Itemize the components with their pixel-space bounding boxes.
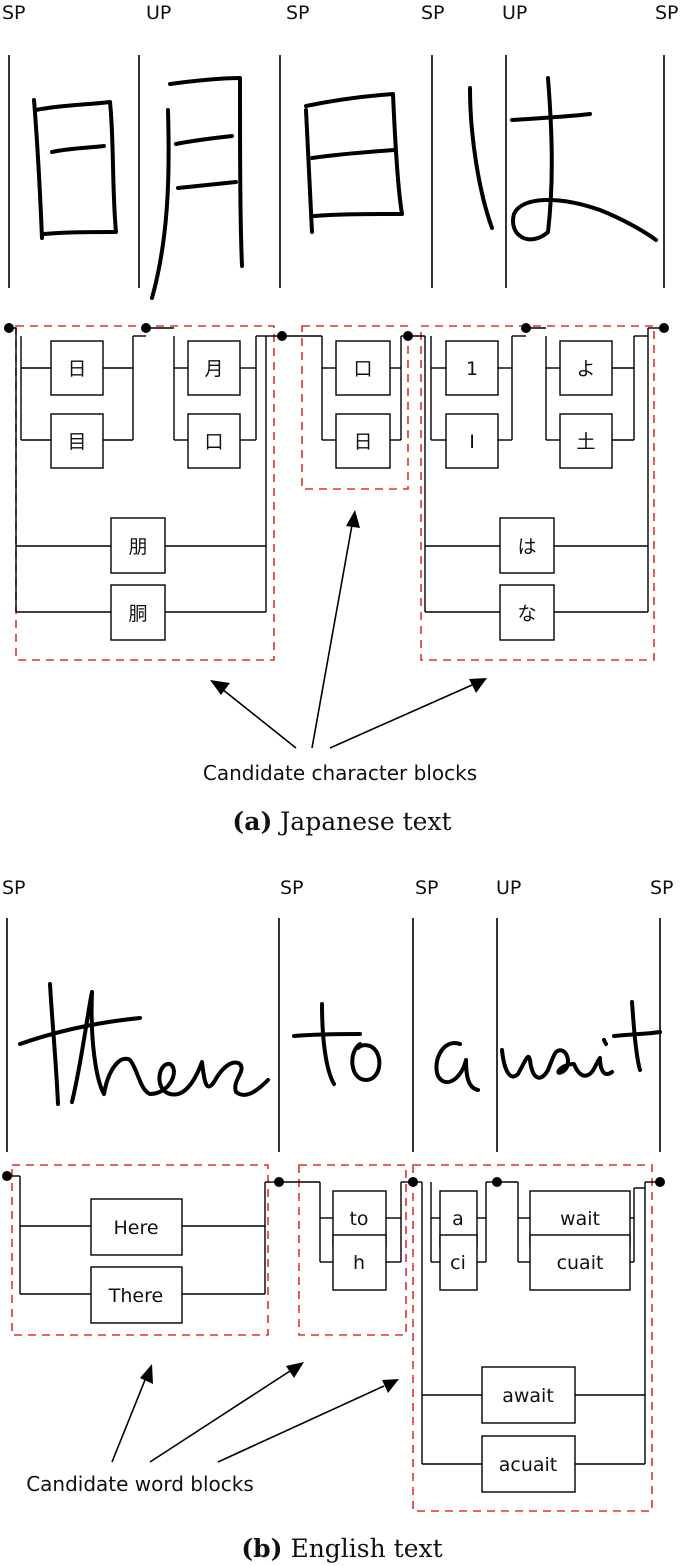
arrow-head <box>469 678 487 693</box>
arrow <box>217 1385 385 1463</box>
annotation-text: Candidate character blocks <box>203 761 477 785</box>
segment-label: SP <box>650 877 674 899</box>
caption: (a)Japanese text <box>232 807 451 836</box>
candidate-text: 口 <box>204 431 223 453</box>
segment-label: UP <box>496 877 521 899</box>
candidate-block-frame <box>11 1164 269 1336</box>
segment-label: SP <box>415 877 439 899</box>
candidate-text: wait <box>560 1208 600 1230</box>
lattice-node <box>403 331 413 341</box>
candidate-box: cuait <box>529 1234 631 1291</box>
arrow <box>111 1379 146 1463</box>
candidate-text: ci <box>450 1252 466 1274</box>
candidate-text: h <box>353 1252 365 1274</box>
lattice-node <box>2 1171 12 1181</box>
candidate-text: I <box>469 431 475 453</box>
candidate-box: Here <box>90 1198 183 1256</box>
candidate-text: 口 <box>353 358 372 380</box>
arrow-head <box>286 1362 304 1378</box>
lattice-wires <box>9 327 664 613</box>
arrow <box>329 684 473 749</box>
candidate-box: I <box>445 413 499 469</box>
candidate-text: な <box>517 603 536 625</box>
candidate-box: 日 <box>50 340 104 396</box>
candidate-box: よ <box>559 340 613 396</box>
candidate-text: cuait <box>557 1252 604 1274</box>
candidate-box: h <box>332 1234 387 1291</box>
candidate-text: 朋 <box>128 536 147 558</box>
lattice-node <box>659 323 669 333</box>
panel-b: SP SP SP UP SP <box>2 877 674 1563</box>
segment-label: SP <box>421 2 445 24</box>
candidate-box: 口 <box>187 413 241 469</box>
candidate-text: await <box>502 1385 554 1407</box>
segment-label: UP <box>146 2 171 24</box>
candidate-box: acuait <box>481 1435 576 1493</box>
arrow-head <box>140 1364 153 1384</box>
arrow-head <box>346 510 360 528</box>
caption: (b)English text <box>241 1534 442 1563</box>
candidate-text: acuait <box>499 1454 558 1476</box>
segment-label: SP <box>655 2 679 24</box>
panel-a: SP UP SP SP UP SP <box>2 2 679 836</box>
candidate-text: 目 <box>67 431 86 453</box>
arrow <box>149 1370 291 1463</box>
candidate-text: a <box>452 1208 464 1230</box>
candidate-box: 口 <box>335 340 391 396</box>
candidate-box: 目 <box>50 413 104 469</box>
candidate-text: 日 <box>67 358 86 380</box>
lattice-node <box>655 1177 665 1187</box>
lattice-node <box>408 1177 418 1187</box>
handwriting-english <box>18 982 662 1106</box>
segment-label: SP <box>2 2 26 24</box>
segment-label: SP <box>2 877 26 899</box>
candidate-box: 1 <box>445 340 499 396</box>
candidate-box: await <box>481 1366 576 1424</box>
candidate-text: to <box>349 1208 368 1230</box>
candidate-text: よ <box>576 358 595 380</box>
candidate-text: 1 <box>466 358 478 380</box>
handwriting-japanese <box>32 76 658 300</box>
candidate-box: は <box>499 517 555 574</box>
candidate-box: 朋 <box>110 517 166 574</box>
candidate-block-frame <box>412 1164 653 1512</box>
candidate-box: 日 <box>335 413 391 469</box>
candidate-text: Here <box>113 1217 158 1239</box>
candidate-text: 日 <box>353 431 372 453</box>
candidate-box: 月 <box>187 340 241 396</box>
lattice-node <box>492 1177 502 1187</box>
candidate-text: は <box>517 536 536 558</box>
arrow <box>221 688 297 749</box>
lattice-node <box>521 323 531 333</box>
lattice-node <box>4 323 14 333</box>
candidate-box: ci <box>439 1234 478 1291</box>
lattice-node <box>141 323 151 333</box>
segment-label: UP <box>502 2 527 24</box>
candidate-block-frame <box>420 325 655 661</box>
candidate-box: 土 <box>559 413 613 469</box>
candidate-block-frame <box>298 1164 407 1336</box>
segment-label: SP <box>280 877 304 899</box>
lattice-node <box>274 1177 284 1187</box>
candidate-text: 胴 <box>128 603 147 625</box>
candidate-block-frame <box>301 325 409 490</box>
candidate-text: There <box>108 1285 163 1307</box>
arrow <box>311 524 353 749</box>
candidate-box: There <box>90 1266 183 1324</box>
candidate-text: 月 <box>204 358 223 380</box>
candidate-box: 胴 <box>110 584 166 641</box>
lattice-node <box>277 331 287 341</box>
segment-label: SP <box>286 2 310 24</box>
candidate-box: な <box>499 584 555 641</box>
annotation-text: Candidate word blocks <box>26 1472 254 1496</box>
arrow-head <box>210 680 230 695</box>
arrow-head <box>382 1379 399 1393</box>
candidate-text: 土 <box>576 431 595 453</box>
